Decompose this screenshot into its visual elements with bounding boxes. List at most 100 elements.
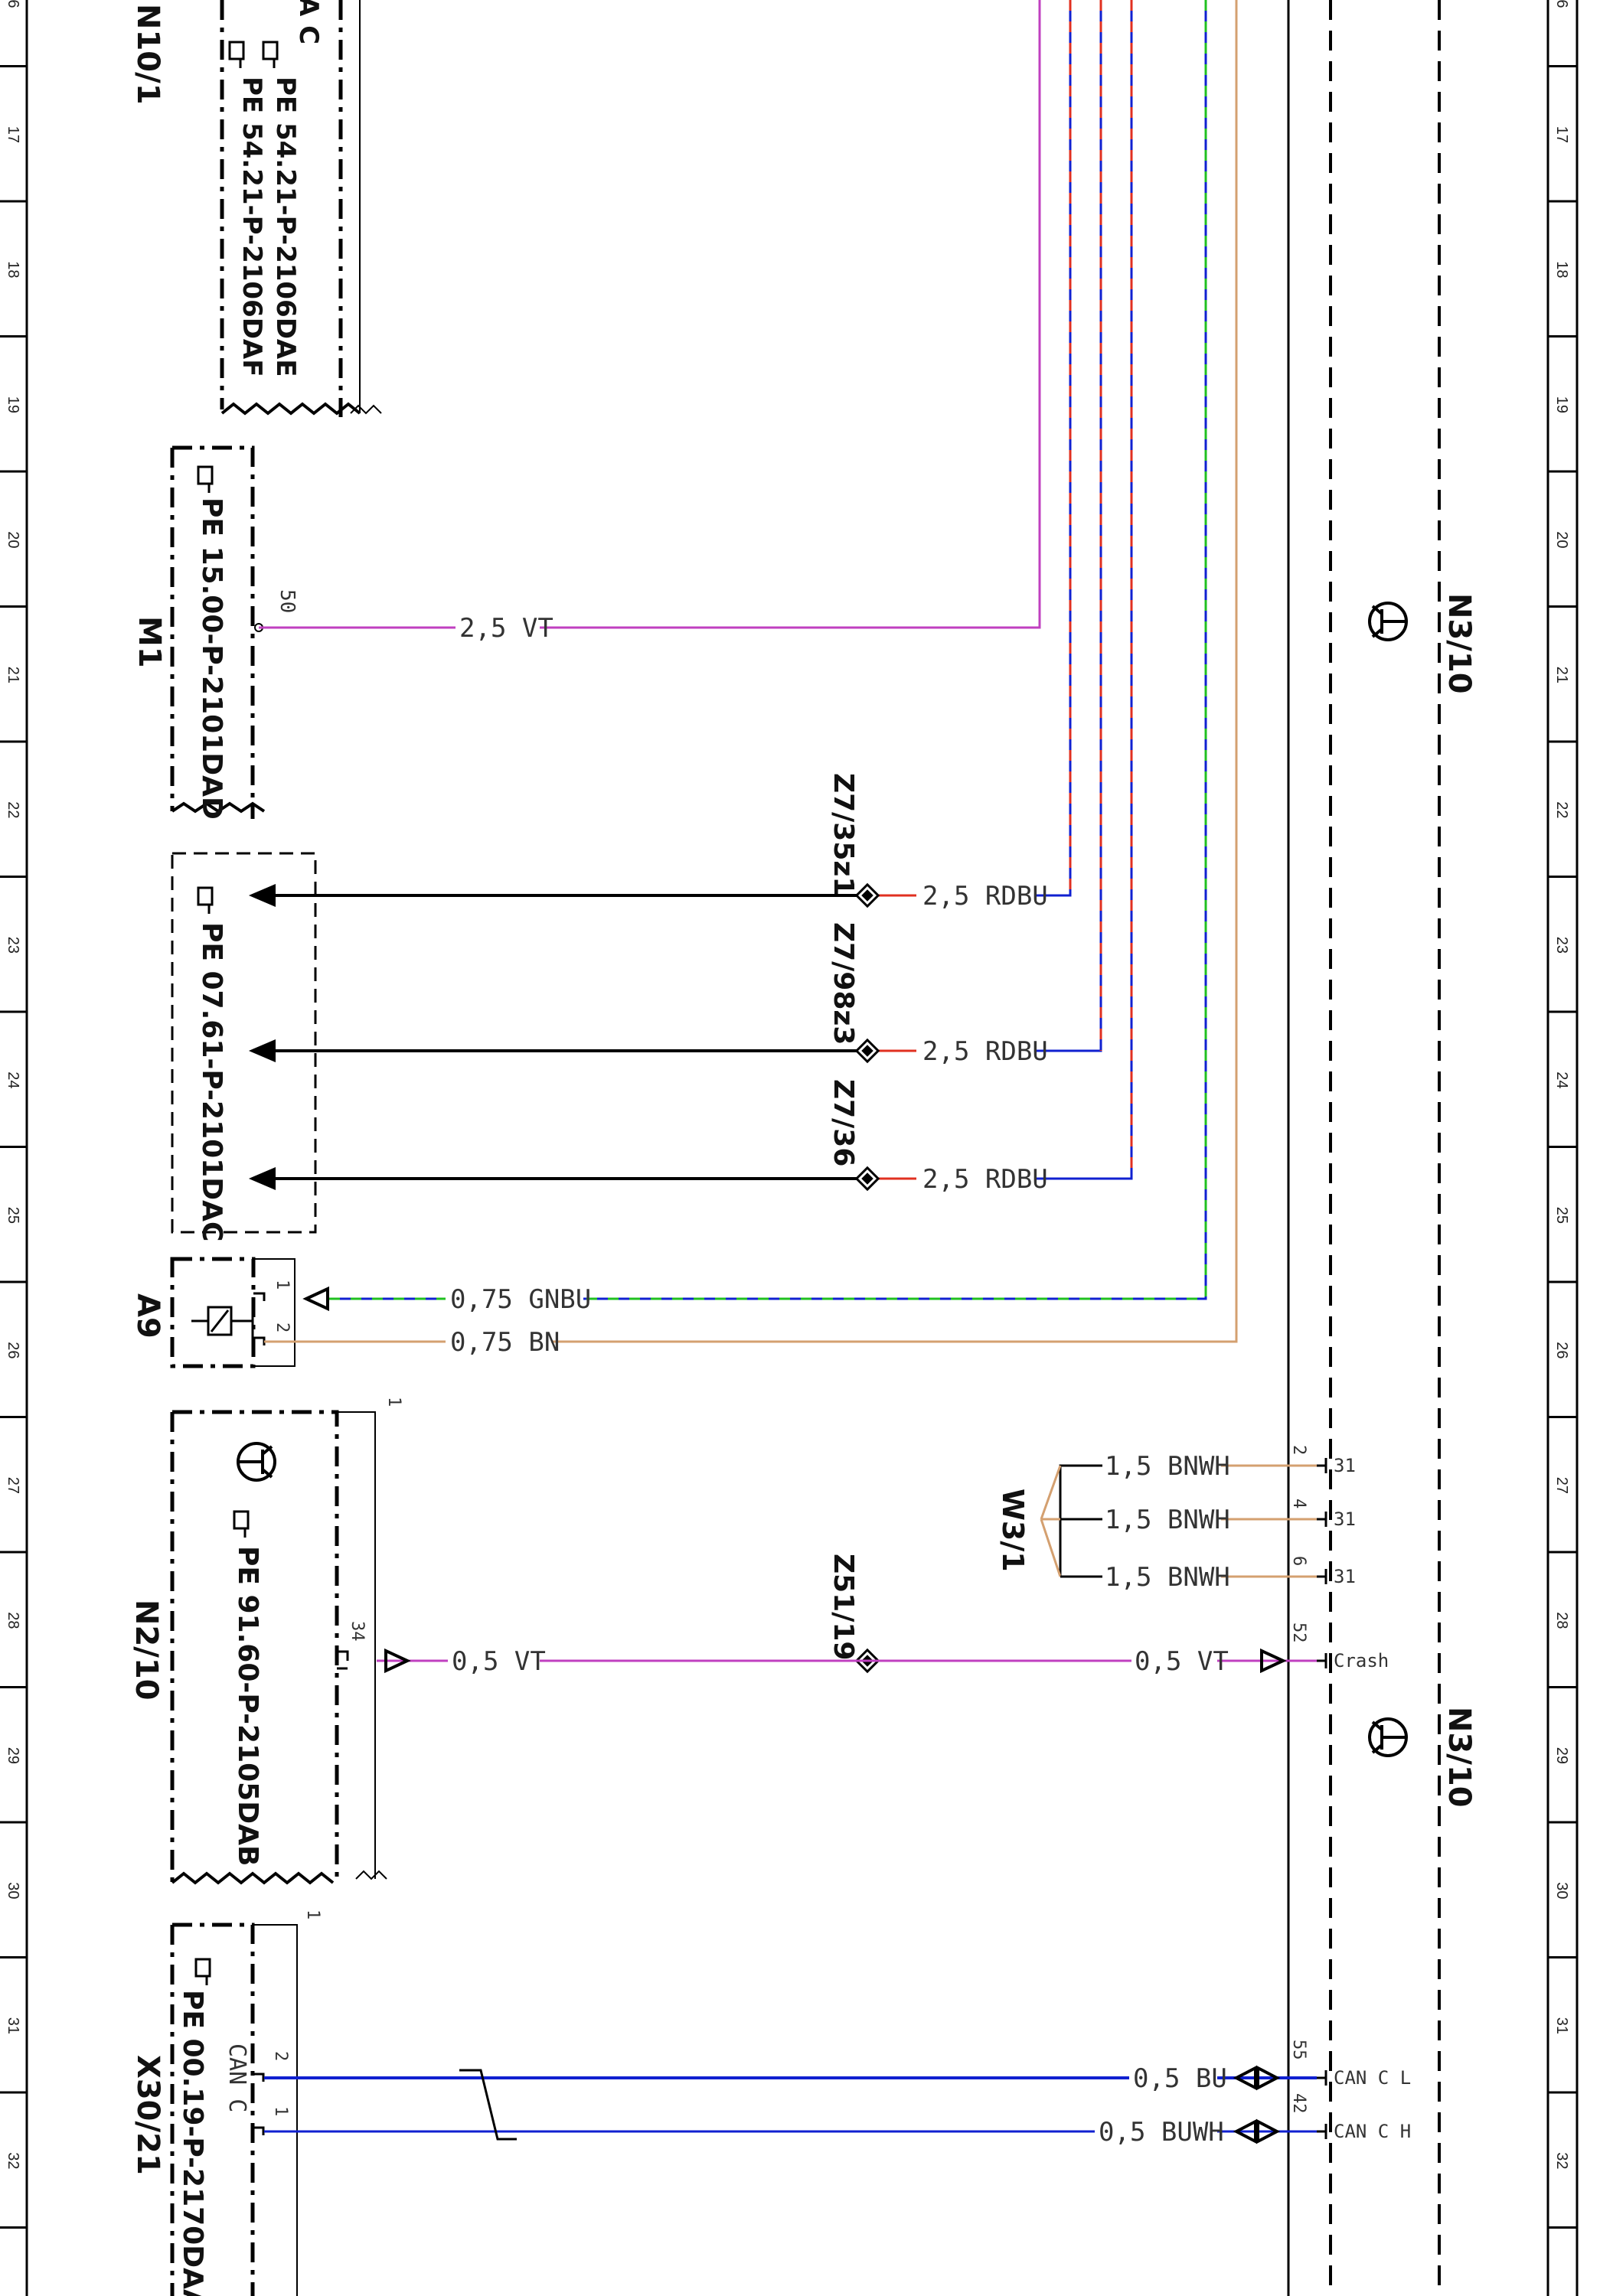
grid-number: 28 [1553,1612,1570,1629]
signal-arrows [248,883,873,1191]
wire-label-rdbu-3: 2,5 RDBU [922,1164,1048,1195]
wire-label-gnbu: 0,75 GNBU [450,1284,591,1315]
svg-text:Crash: Crash [1334,1650,1389,1671]
grid-number: 26 [5,1342,21,1358]
n10-1-box: N10/1 A C PE 54.21-P-2106DAE PE 54.21-P-… [130,0,382,417]
grid-number: 30 [1553,1882,1570,1899]
hand-pointer-icon [262,41,279,68]
grid-number: 30 [5,1882,21,1899]
n3-pin-6: 6 31 [1289,1556,1356,1587]
ground-symbol-icon [237,1442,276,1482]
svg-text:CAN C L: CAN C L [1334,2067,1411,2089]
grid-ticks-right: 1617181920212223242526272829303132 [1548,0,1577,2229]
grid-number: 22 [1553,801,1570,818]
a9-pin-2: 2 [273,1322,292,1332]
wire-label-bnwh-3: 1,5 BNWH [1105,1562,1230,1593]
n3-10-boundary [1287,0,1441,2296]
grid-number: 21 [1553,667,1570,683]
svg-text:31: 31 [1334,1455,1356,1476]
can-lines: 0,5 BU 0,5 BUWH [264,2063,1317,2148]
connector-z51-19: Z51/19 [828,1554,859,1660]
grid-number: 32 [5,2152,21,2169]
connector-points [854,882,880,1674]
grid-number: 19 [1553,396,1570,413]
n3-10-pins: 2 31 4 31 6 31 52 Crash 55 CAN C L 42 CA… [1289,1445,1411,2142]
n3-10-label-2: N3/10 [1442,1707,1477,1808]
grid-number: 28 [5,1612,21,1629]
pe-0761-ref: PE 07.61-P-2101DAC [196,922,227,1241]
m1-box: M1 PE 15.00-P-2101DAD 50 [132,445,299,820]
grid-number: 24 [5,1071,21,1088]
grid-number: 23 [1553,937,1570,954]
grid-number: 17 [1553,126,1570,143]
x30-21-ref: PE 00.19-P-2170DAA [177,1990,208,2296]
svg-text:31: 31 [1334,1566,1356,1587]
m1-pin-label: 50 [276,589,299,613]
n10-1-partial-text: A C [293,0,324,44]
connector-z7-35z1: Z7/35z1 [828,773,859,895]
grid-number: 18 [5,261,21,278]
svg-text:4: 4 [1289,1499,1308,1508]
hand-pointer-icon [197,465,214,493]
wire-label-can-h: 0,5 BUWH [1099,2117,1224,2148]
grid-number: 18 [1553,261,1570,278]
x30-21-pin-1: 1 [271,2106,290,2116]
n3-pin-42: 42 CAN C H [1289,2093,1411,2142]
wire-label-rdbu-1: 2,5 RDBU [922,881,1048,912]
can-l-arrow-in [1233,2065,1257,2091]
n10-1-ref-2: PE 54.21-P-2106DAF [237,77,267,377]
can-h-arrow-out [1256,2118,1281,2144]
grid-number: 27 [1553,1477,1570,1494]
can-l-arrow-out [1256,2065,1281,2091]
svg-text:55: 55 [1289,2040,1308,2060]
n10-1-ref-1: PE 54.21-P-2106DAE [270,77,301,377]
wire-labels: 2,5 VT 2,5 RDBU 2,5 RDBU 2,5 RDBU 0,75 G… [450,613,1048,1358]
grid-number: 16 [5,0,21,8]
wire-label-crash-right: 0,5 VT [1135,1646,1229,1677]
grid-number: 16 [1553,0,1570,8]
x30-21-bracket-num: 1 [303,1910,322,1919]
svg-text:6: 6 [1289,1556,1308,1566]
n2-10-box: 1 N2/10 PE 91.60-P-2105DAB 34 [129,1397,403,1885]
n10-1-label: N10/1 [130,4,165,105]
wire-label-m1-vt: 2,5 VT [459,613,553,644]
grid-number: 27 [5,1477,21,1494]
wire-label-crash-left: 0,5 VT [452,1646,546,1677]
grid-number: 25 [1553,1207,1570,1224]
hand-pointer-icon [233,1510,250,1538]
grid-number: 22 [5,801,21,818]
connector-diamond [854,1166,880,1192]
connector-z7-36: Z7/36 [828,1079,859,1166]
svg-text:CAN C H: CAN C H [1334,2121,1411,2142]
pe-0761-box: PE 07.61-P-2101DAC [171,852,317,1241]
n2-10-label: N2/10 [129,1600,164,1701]
x30-21-subtitle: CAN C [224,2043,250,2112]
n3-pin-4: 4 31 [1289,1499,1356,1530]
a9-input-arrow [302,1286,329,1312]
hand-pointer-icon [194,1958,211,1985]
ground-symbol-icon [1368,1717,1408,1757]
m1-label: M1 [132,616,167,668]
connector-diamond [854,882,880,908]
grid-number: 23 [5,937,21,954]
x30-21-box: 1 X30/21 PE 00.19-P-2170DAA CAN C 2 1 [130,1910,322,2296]
n2-10-ref: PE 91.60-P-2105DAB [232,1546,263,1866]
harness-bundle [540,0,1238,1343]
ground-symbol-icon [1368,602,1408,641]
crash-arrow-right [1260,1648,1287,1674]
m1-ref: PE 15.00-P-2101DAD [196,497,227,820]
wire-stubs [259,626,916,1343]
grid-number: 20 [5,531,21,548]
wire-label-bn: 0,75 BN [450,1327,560,1358]
crash-arrow-left [384,1648,411,1674]
n3-pin-52: 52 Crash [1289,1623,1389,1671]
can-h-arrow-in [1233,2118,1257,2144]
wire-label-bnwh-1: 1,5 BNWH [1105,1451,1230,1482]
grid-number: 21 [5,667,21,683]
grid-ticks-left: 1617181920212223242526272829303132 [0,0,27,2229]
n3-pin-55: 55 CAN C L [1289,2040,1411,2089]
wire-label-rdbu-2: 2,5 RDBU [922,1036,1048,1067]
wire-label-can-l: 0,5 BU [1133,2063,1227,2094]
svg-text:31: 31 [1334,1508,1356,1530]
svg-text:2: 2 [1289,1445,1308,1455]
